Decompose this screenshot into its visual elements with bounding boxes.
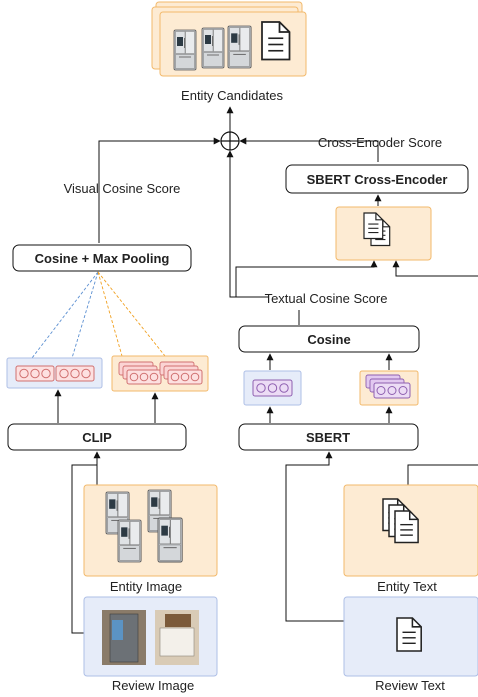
cosine-max-pooling-box <box>12 244 192 272</box>
sbert-box <box>238 423 419 451</box>
entity-text-embedding <box>359 370 419 406</box>
arrow-textual-score-to-sum <box>226 150 268 298</box>
cosine-max-pooling-label: Cosine + Max Pooling <box>35 251 170 266</box>
embedding-icon <box>118 361 162 385</box>
entity-candidates-label: Entity Candidates <box>181 88 283 103</box>
sbert-cross-encoder-box <box>285 164 469 194</box>
entity-image-embeddings <box>111 355 209 392</box>
embedding-icon <box>365 374 411 399</box>
fridge-icon <box>173 29 197 71</box>
embedding-icon <box>15 365 55 382</box>
fridge-icon <box>157 517 183 563</box>
arrow-review-image-to-clip <box>71 464 97 634</box>
review-image-label: Review Image <box>112 678 194 693</box>
entity-text-label: Entity Text <box>377 579 437 594</box>
arrow-entity-text-to-docs <box>392 260 478 277</box>
entity-image-label: Entity Image <box>110 579 182 594</box>
fridge-icon <box>201 27 225 69</box>
entity-text-box <box>343 484 478 577</box>
entity-candidates-stack <box>151 1 307 77</box>
paired-documents <box>335 206 432 261</box>
sbert-cross-encoder-label: SBERT Cross-Encoder <box>307 172 448 187</box>
arrow-cross-encoder-score <box>239 137 379 162</box>
document-icon <box>261 21 291 61</box>
dashed-attention-lines <box>31 271 166 359</box>
review-text-box <box>343 596 478 677</box>
fridge-icon <box>227 25 252 69</box>
review-image-box <box>83 596 218 677</box>
review-image-embeddings <box>6 357 103 389</box>
arrow-review-text-to-docs <box>235 260 378 297</box>
sbert-label: SBERT <box>306 430 350 445</box>
sum-operator-icon <box>220 131 240 151</box>
entity-image-box <box>83 484 218 577</box>
embedding-icon <box>55 365 95 382</box>
arrow-entity-text-to-sbert <box>407 464 478 485</box>
review-photo-2 <box>155 610 199 665</box>
review-text-embedding <box>243 370 302 406</box>
cosine-box <box>238 325 420 353</box>
document-icon <box>363 212 384 240</box>
clip-label: CLIP <box>82 430 112 445</box>
embedding-icon <box>159 361 203 385</box>
arrow-review-text-to-sbert <box>285 451 344 622</box>
visual-cosine-score-label: Visual Cosine Score <box>64 181 181 196</box>
textual-cosine-score-label: Textual Cosine Score <box>265 291 388 306</box>
embedding-icon <box>252 379 293 397</box>
document-icon <box>394 510 419 544</box>
cosine-label: Cosine <box>307 332 350 347</box>
arrow-visual-score-to-sum <box>98 137 221 243</box>
fridge-icon <box>117 519 142 563</box>
review-text-label: Review Text <box>375 678 445 693</box>
review-photo-1 <box>102 610 146 665</box>
document-icon <box>396 617 422 652</box>
clip-box <box>7 423 187 451</box>
cross-encoder-score-label: Cross-Encoder Score <box>318 135 442 150</box>
